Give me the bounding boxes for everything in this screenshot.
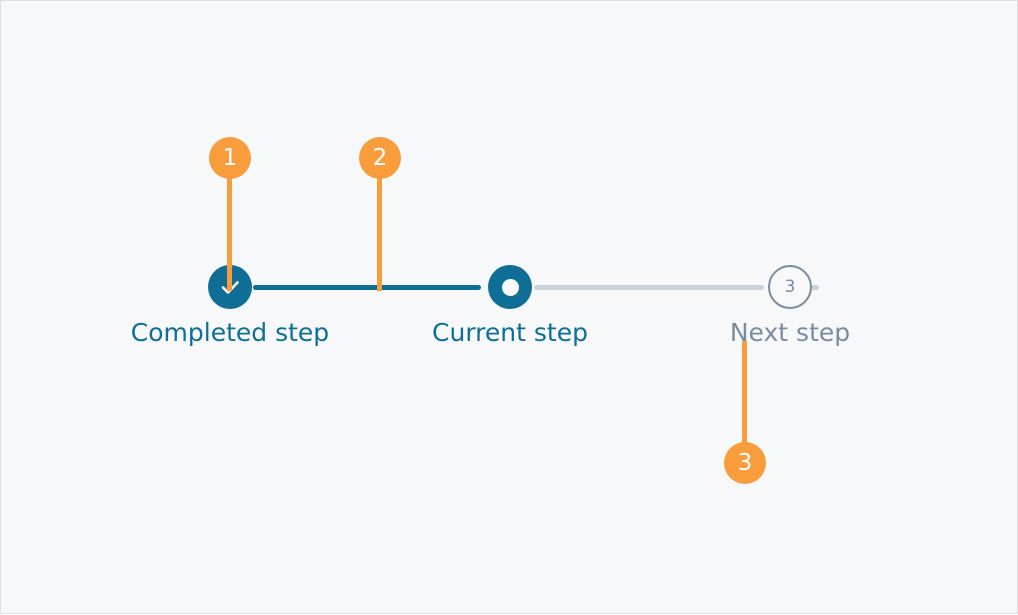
annotation-stem-1 <box>227 158 232 291</box>
step-current-node[interactable] <box>488 265 532 309</box>
annotation-bubble-1: 1 <box>209 137 251 179</box>
step-next-label: Next step <box>729 318 851 347</box>
connector-completed-to-current <box>253 285 481 290</box>
annotation-stem-3 <box>742 341 747 466</box>
connector-after-next <box>811 285 819 290</box>
annotation-stem-2 <box>377 158 382 291</box>
step-next-node[interactable]: 3 <box>768 265 812 309</box>
step-next-number: 3 <box>784 276 796 297</box>
step-current-label: Current step <box>432 318 588 347</box>
connector-current-to-next <box>534 285 764 290</box>
step-completed-label: Completed step <box>130 318 330 347</box>
annotation-bubble-3: 3 <box>724 442 766 484</box>
annotation-bubble-2: 2 <box>359 137 401 179</box>
filled-dot-icon <box>501 278 519 296</box>
check-icon <box>221 281 239 294</box>
